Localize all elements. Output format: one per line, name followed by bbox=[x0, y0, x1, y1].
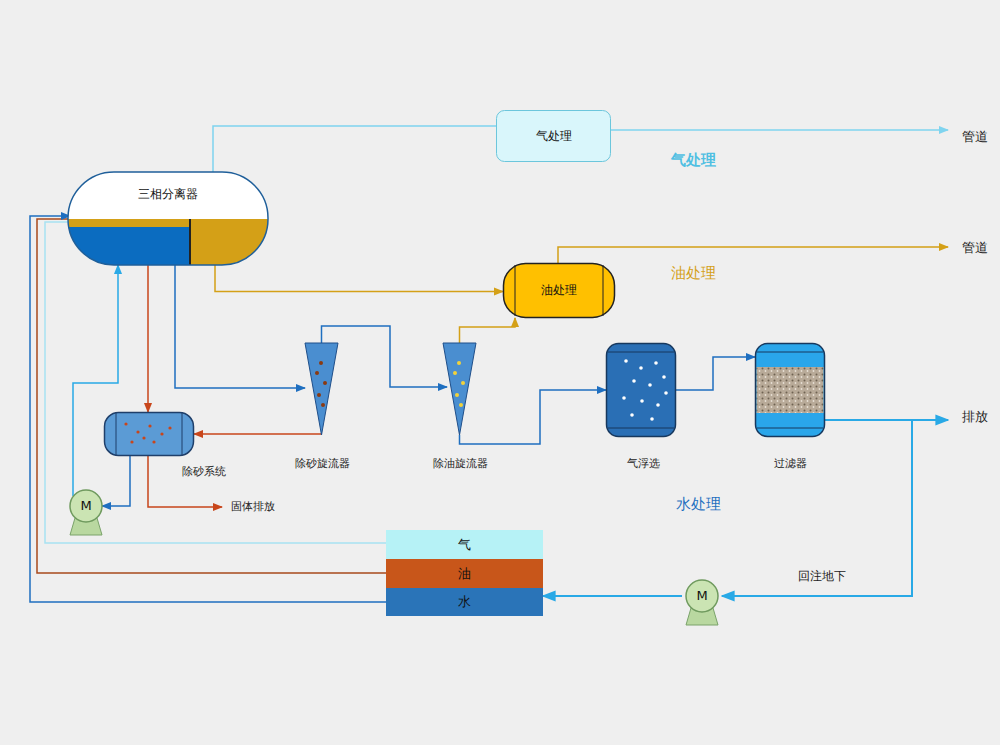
deoiling-hydrocyclone: 除油旋流器 bbox=[443, 343, 476, 435]
flow-connector bbox=[460, 318, 516, 343]
text-holder: M bbox=[682, 578, 722, 614]
flow-connector bbox=[322, 326, 448, 387]
flow-connector bbox=[215, 265, 503, 292]
node-text: M bbox=[696, 588, 707, 604]
node-shape bbox=[755, 343, 825, 437]
flow-connector bbox=[30, 216, 386, 602]
flow-connector bbox=[175, 265, 305, 388]
oil-treatment-vessel: 油处理 bbox=[503, 263, 615, 318]
oil-band: 油 bbox=[386, 559, 543, 588]
node-text: 水 bbox=[458, 594, 471, 610]
node-text: 气处理 bbox=[536, 129, 572, 143]
gas-outlet-line bbox=[611, 129, 948, 131]
flow-connector bbox=[460, 390, 607, 444]
text-holder: 气 bbox=[386, 530, 543, 559]
node-text: 气 bbox=[458, 537, 471, 553]
node-shape bbox=[104, 412, 194, 456]
equipment-label: 除油旋流器 bbox=[433, 456, 488, 471]
flow-connector bbox=[73, 265, 118, 496]
node-text: 油处理 bbox=[541, 283, 577, 297]
solid-outlet-line bbox=[148, 456, 222, 507]
flow-connector bbox=[213, 126, 496, 172]
gas-treatment-box: 气处理 bbox=[496, 110, 611, 162]
gas-flotation-tank: 气浮选 bbox=[606, 343, 676, 437]
flow-connector bbox=[147, 265, 149, 412]
text-holder: 气处理 bbox=[496, 110, 611, 162]
discharge-line bbox=[912, 419, 948, 421]
equipment-label: 除砂系统 bbox=[182, 464, 226, 479]
section-title: 水处理 bbox=[676, 495, 721, 513]
equipment-label: 过滤器 bbox=[774, 456, 807, 471]
text-holder: 油处理 bbox=[503, 263, 615, 318]
node-shape bbox=[305, 343, 338, 435]
pump: M bbox=[66, 488, 106, 536]
pipeline-label: 管道 bbox=[962, 240, 988, 256]
equipment-label: 除砂旋流器 bbox=[295, 456, 350, 471]
text-holder: 水 bbox=[386, 588, 543, 616]
node-text: 油 bbox=[458, 566, 471, 582]
text-holder: 三相分离器 bbox=[68, 172, 268, 265]
node-shape bbox=[606, 343, 676, 437]
section-title: 油处理 bbox=[671, 264, 716, 282]
flow-connector bbox=[45, 222, 386, 543]
text-holder: 油 bbox=[386, 559, 543, 588]
pipeline-label: 管道 bbox=[962, 129, 988, 145]
node-text: M bbox=[80, 498, 91, 514]
flow-connector bbox=[37, 219, 386, 573]
flow-connector bbox=[194, 433, 322, 435]
gas-band: 气 bbox=[386, 530, 543, 559]
water-band: 水 bbox=[386, 588, 543, 616]
equipment-label: 气浮选 bbox=[627, 456, 660, 471]
three-phase-separator: 三相分离器 bbox=[68, 172, 268, 265]
section-title: 气处理 bbox=[671, 151, 716, 169]
solid-discharge-label: 固体排放 bbox=[231, 500, 275, 513]
node-shape bbox=[443, 343, 476, 435]
discharge-label: 排放 bbox=[962, 409, 988, 425]
oil-outlet-line bbox=[558, 247, 948, 263]
pump: M bbox=[682, 578, 722, 626]
filter-vessel: 过滤器 bbox=[755, 343, 825, 437]
reinjection-label: 回注地下 bbox=[798, 569, 846, 583]
flow-connector bbox=[102, 456, 130, 506]
flow-connector bbox=[676, 357, 755, 390]
desanding-hydrocyclone: 除砂旋流器 bbox=[305, 343, 338, 435]
text-holder: M bbox=[66, 488, 106, 524]
outlet-lines bbox=[148, 130, 948, 507]
node-shape bbox=[68, 172, 268, 265]
flow-connector bbox=[722, 420, 912, 596]
flow-connector bbox=[543, 595, 682, 597]
node-text: 三相分离器 bbox=[138, 187, 198, 201]
desander-system: 除砂系统 bbox=[104, 412, 194, 456]
